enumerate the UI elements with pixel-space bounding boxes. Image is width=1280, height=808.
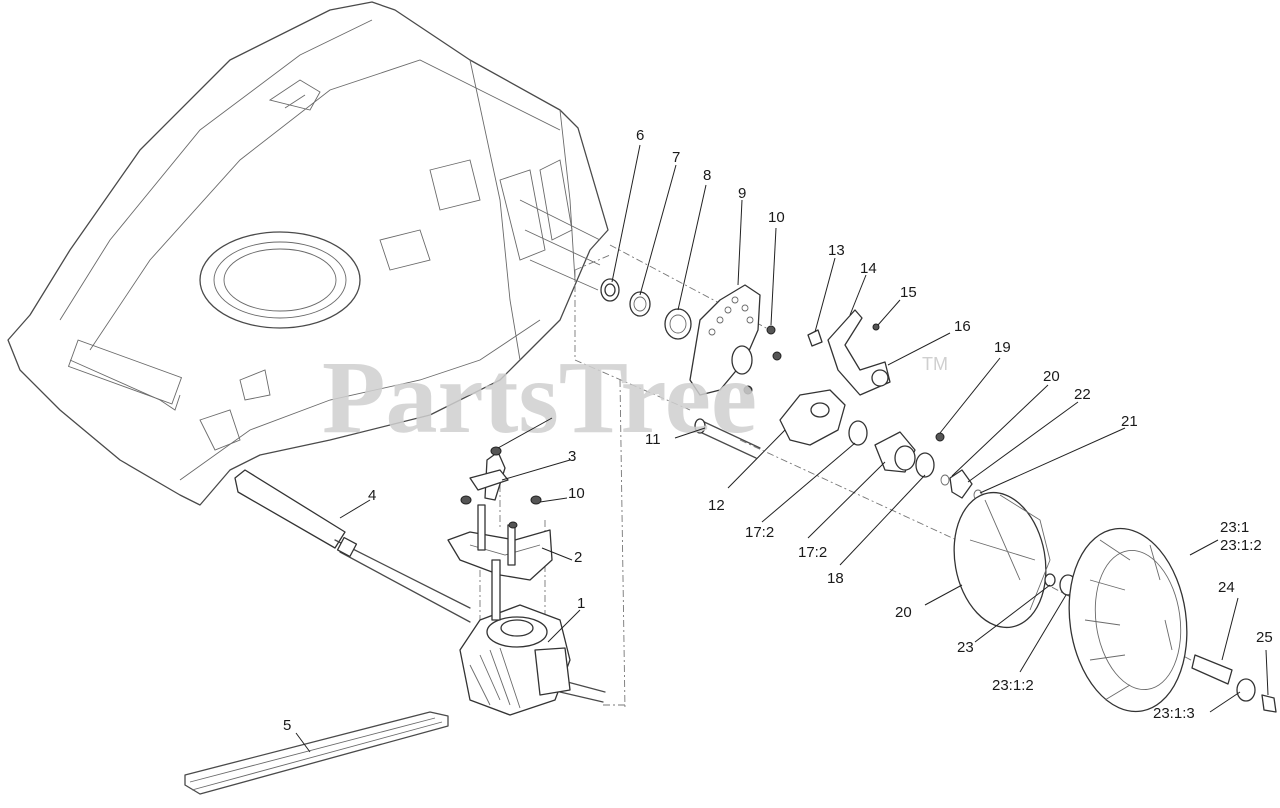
- callout-17-2-upper: 17:2: [745, 524, 774, 541]
- callout-4: 4: [368, 487, 376, 504]
- callout-13: 13: [828, 242, 845, 259]
- callout-20-right: 21: [1121, 413, 1138, 430]
- callout-23-1: 23:1:2: [1220, 537, 1262, 554]
- callout-9: 9: [738, 185, 746, 202]
- watermark-text: PartsTree: [322, 340, 757, 455]
- callout-7: 7: [672, 149, 680, 166]
- callout-8: 8: [703, 167, 711, 184]
- callout-15: 15: [900, 284, 917, 301]
- callout-labels: 6 7 8 9 10 13 14 15 16 19 20 22 21 11 12…: [283, 127, 1273, 734]
- wheel-hub-parts: [940, 469, 1077, 629]
- callout-24: 25: [1256, 629, 1273, 646]
- callout-17: 17:2: [798, 544, 827, 561]
- callout-2: 2: [574, 549, 582, 566]
- callout-10-top: 10: [768, 209, 785, 226]
- drive-shaft-cover: [234, 469, 606, 703]
- transmission-assembly: [447, 446, 571, 716]
- callout-1: 1: [577, 595, 585, 612]
- callout-18: 19: [994, 339, 1011, 356]
- callout-23: 23:1: [1220, 519, 1249, 536]
- mower-deck-housing: [7, 1, 609, 506]
- drive-belt: [184, 711, 449, 795]
- callout-22: 23: [957, 639, 974, 656]
- callout-11: 11: [645, 431, 661, 448]
- callout-6: 6: [636, 127, 644, 144]
- callout-23-1-3: 24: [1218, 579, 1235, 596]
- callout-5: 5: [283, 717, 291, 734]
- callout-17-2-lower: 18: [827, 570, 844, 587]
- height-adjust-assembly: [600, 278, 891, 396]
- callout-19: 20: [895, 604, 912, 621]
- callout-3: 3: [568, 448, 576, 465]
- callout-10-lower: 10: [568, 485, 585, 502]
- callout-21: 22: [1074, 386, 1091, 403]
- wheel-tire-assembly: [1068, 527, 1277, 713]
- callout-12: 12: [708, 497, 725, 514]
- callout-23-1-2-left: 23:1:2: [992, 677, 1034, 694]
- callout-20-top: 20: [1043, 368, 1060, 385]
- leader-lines: [295, 144, 1269, 753]
- callout-14: 14: [860, 260, 877, 277]
- callout-16: 16: [954, 318, 971, 335]
- callout-23-1-2-right: 23:1:3: [1153, 705, 1195, 722]
- watermark-trademark: TM: [922, 354, 948, 374]
